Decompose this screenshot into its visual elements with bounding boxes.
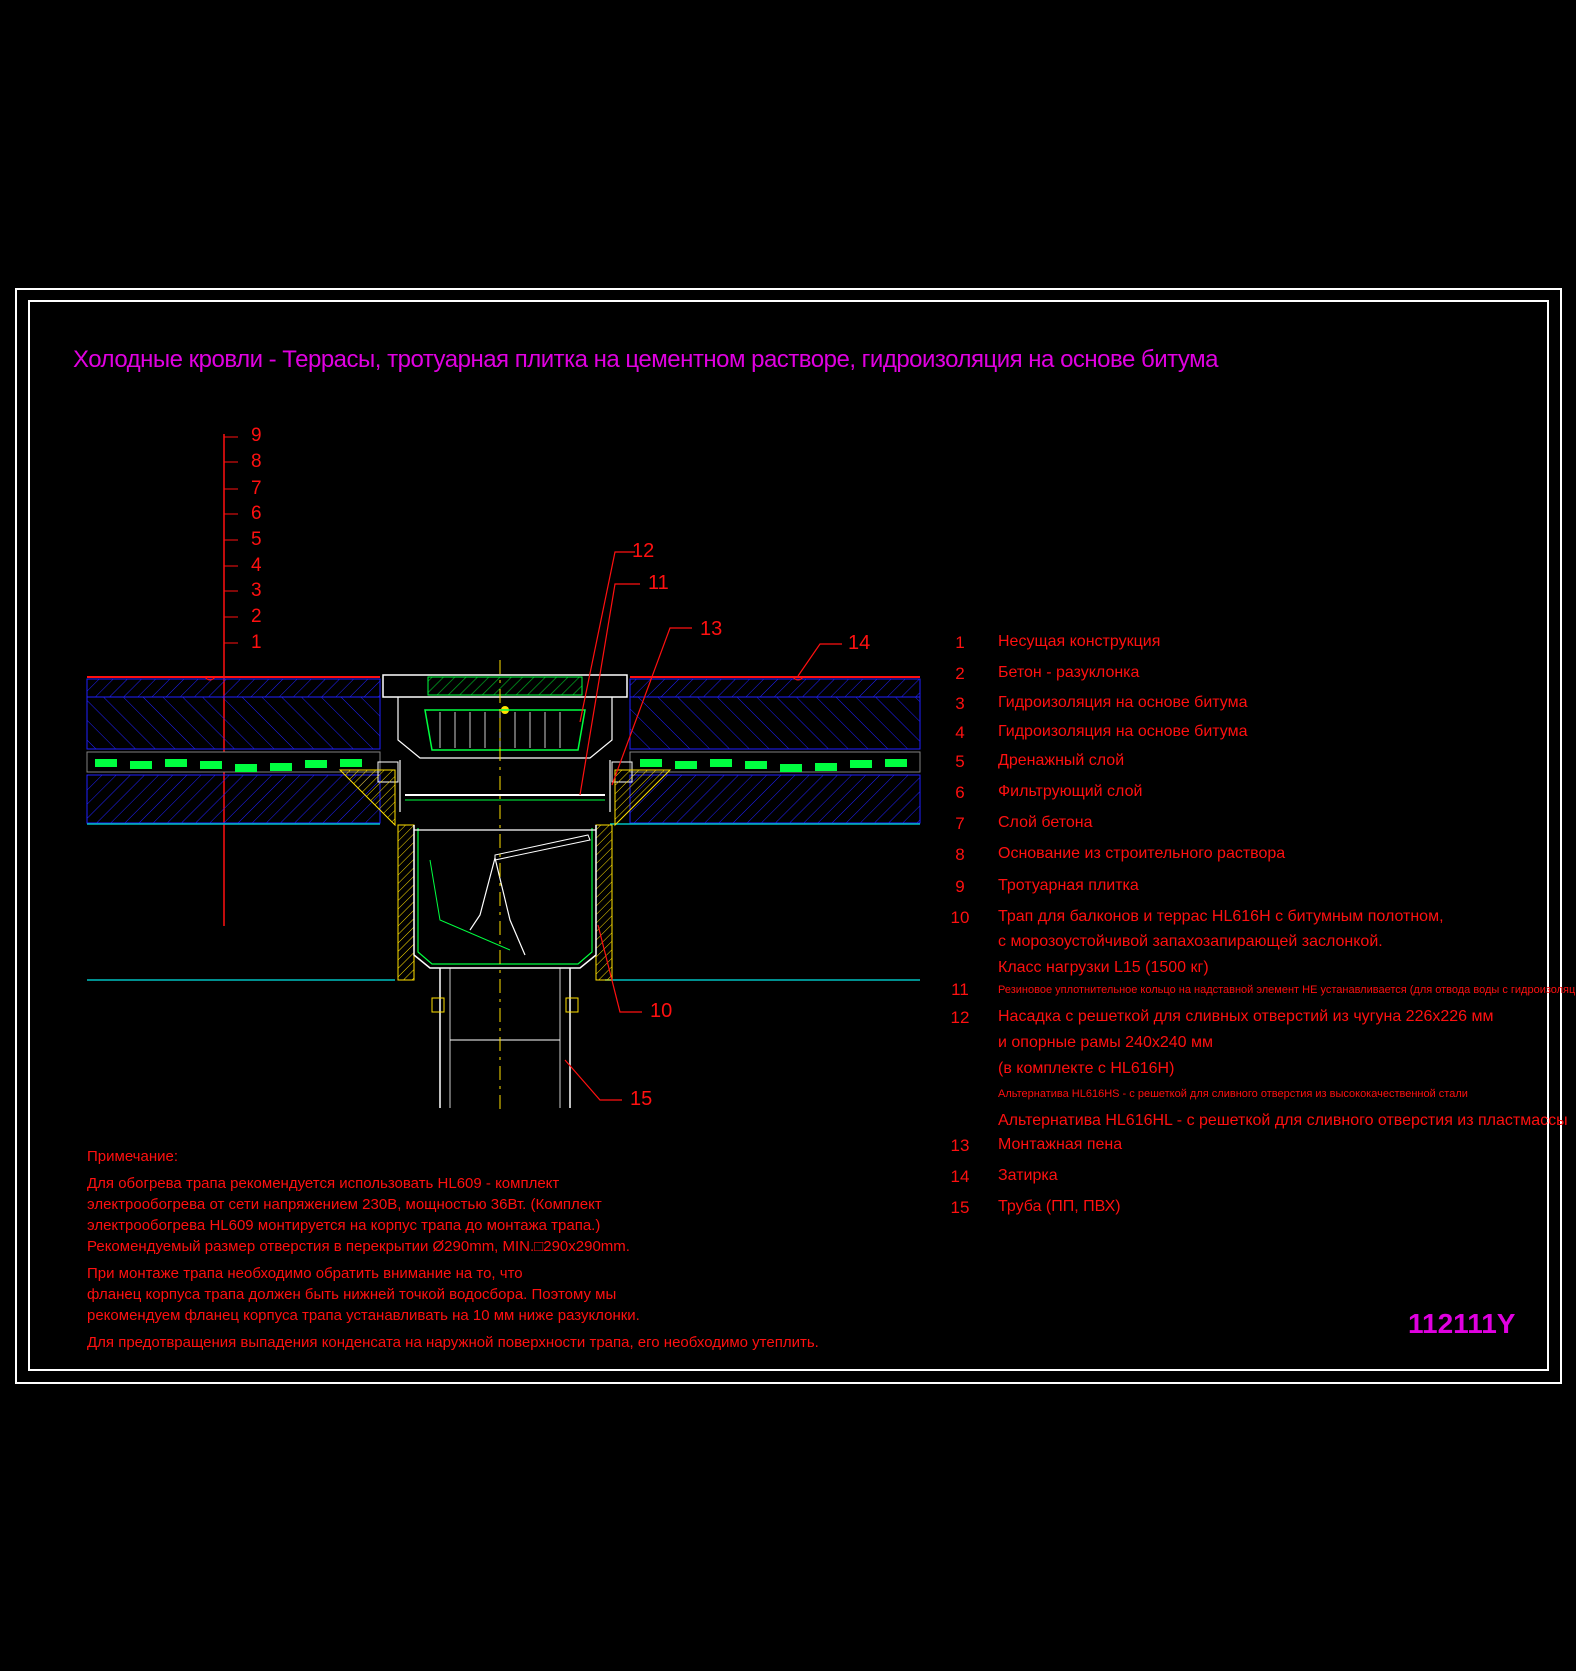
drawing-frame-inner xyxy=(28,300,1549,1371)
notes-heading: Примечание: xyxy=(87,1148,178,1165)
scale-number-9: 9 xyxy=(251,425,262,446)
note-line: электрообогрева HL609 монтируется на кор… xyxy=(87,1217,601,1234)
notes-block: Примечание: Для обогрева трапа рекоменду… xyxy=(87,1146,819,1353)
note-line: электрообогрева от сети напряжением 230В… xyxy=(87,1196,602,1213)
scale-number-3: 3 xyxy=(251,580,262,601)
callout-11: 11 xyxy=(648,572,669,594)
scale-number-7: 7 xyxy=(251,478,262,499)
scale-number-5: 5 xyxy=(251,529,262,550)
roof-layers xyxy=(86,676,921,981)
drawing-code: 112111Y xyxy=(1408,1308,1516,1339)
callout-12: 12 xyxy=(632,540,655,562)
drain-body xyxy=(338,660,672,1110)
note-line: рекомендуем фланец корпуса трапа устанав… xyxy=(87,1307,640,1324)
callout-15: 15 xyxy=(630,1088,653,1110)
scale-number-8: 8 xyxy=(251,451,262,472)
note-line: Для обогрева трапа рекомендуется использ… xyxy=(87,1175,560,1192)
note-line: фланец корпуса трапа должен быть нижней … xyxy=(87,1286,617,1303)
note-line: При монтаже трапа необходимо обратить вн… xyxy=(87,1265,523,1282)
scale-number-2: 2 xyxy=(251,606,262,627)
callout-14: 14 xyxy=(848,632,871,654)
callout-13: 13 xyxy=(700,618,723,640)
drawing-title: Холодные кровли - Террасы, тротуарная пл… xyxy=(73,346,1219,373)
note-line: Для предотвращения выпадения конденсата … xyxy=(87,1334,819,1351)
callout-10: 10 xyxy=(650,1000,673,1022)
note-line: Рекомендуемый размер отверстия в перекры… xyxy=(87,1238,630,1255)
drawing-frame-outer xyxy=(15,288,1562,1384)
scale-number-6: 6 xyxy=(251,503,262,524)
leader-lines xyxy=(564,551,842,1101)
scale-number-1: 1 xyxy=(251,632,262,653)
scale-number-4: 4 xyxy=(251,555,262,576)
